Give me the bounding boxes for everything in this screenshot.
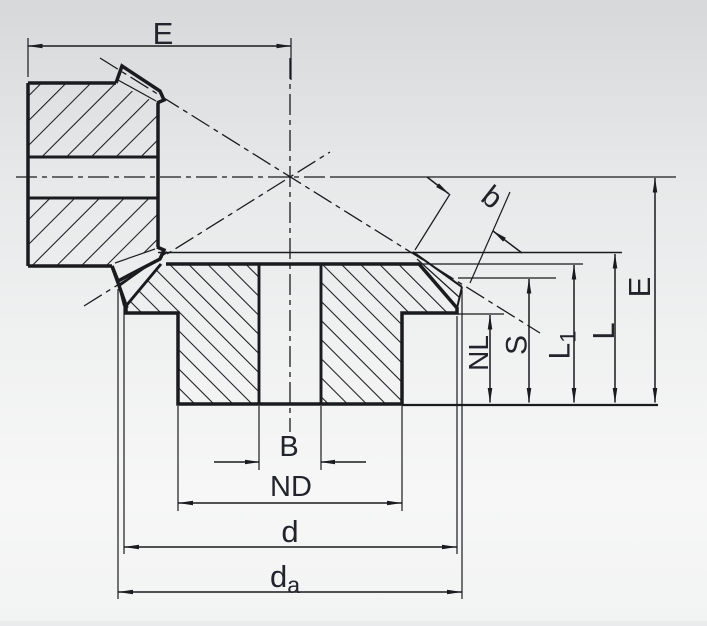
gear-tip-end-right	[456, 286, 463, 309]
pinion-upper-tooth-outline	[114, 63, 167, 105]
pinion-lower-tooth-tipline	[114, 248, 156, 264]
dim-label-ND: ND	[270, 471, 312, 503]
dim-label-da: da	[270, 559, 300, 598]
pinion-lower-tooth	[112, 247, 164, 281]
pinion-hatch-lower	[28, 198, 158, 266]
dim-label-NL: NL	[463, 335, 494, 371]
pinion-hatch-upper	[28, 83, 158, 157]
dim-label-E-right: E	[622, 277, 657, 298]
gear-hatch-left	[113, 260, 259, 404]
gear-face-line-left	[124, 263, 163, 307]
dimension-da: da	[117, 289, 463, 599]
dim-label-L: L	[586, 322, 621, 339]
mesh-flank-line	[110, 265, 129, 309]
dimension-d: d	[123, 302, 458, 554]
extension-line	[414, 193, 451, 251]
dimension-arrow	[426, 176, 450, 195]
pitch-cone-line-left	[83, 151, 331, 307]
dim-label-S: S	[501, 335, 534, 355]
dim-label-E-top: E	[153, 16, 174, 51]
dimension-B: B	[214, 406, 366, 470]
dimension-ND: ND	[177, 406, 403, 511]
gear-hatch-right	[321, 264, 457, 404]
dim-label-L1: L1	[544, 331, 581, 360]
gear-section	[113, 251, 463, 406]
dim-label-d: d	[281, 514, 298, 549]
dim-label-B: B	[279, 431, 298, 463]
pitch-cone-line-right	[99, 57, 541, 334]
center-lines	[16, 57, 676, 432]
gear-root-line-right	[416, 258, 460, 298]
right-dimensions: NL S L1 L E	[402, 177, 658, 407]
extension-line	[469, 191, 511, 284]
pinion-upper-tooth-tipline	[117, 79, 157, 102]
gear-outline	[124, 262, 459, 406]
dimension-arrow	[492, 230, 523, 254]
dimension-E-top: E	[27, 16, 292, 80]
pinion-upper-tooth	[116, 66, 164, 103]
pinion-section	[26, 63, 167, 309]
